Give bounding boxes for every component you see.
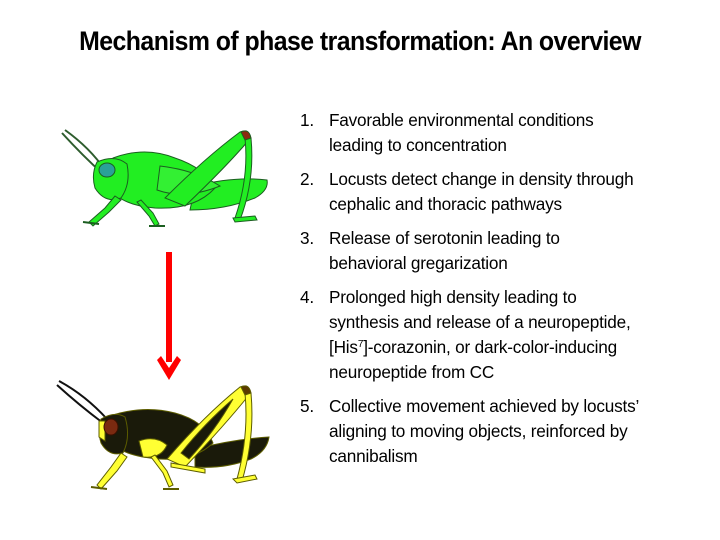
item-text: cephalic and thoracic pathways xyxy=(329,194,562,214)
corazonin-text: ]-corazonin, or dark-color-inducing xyxy=(363,337,617,357)
list-item: 3. Release of serotonin leading to behav… xyxy=(300,226,710,276)
item-text: Locusts detect change in density through xyxy=(329,169,634,189)
item-text: cannibalism xyxy=(329,446,418,466)
list-item: 1. Favorable environmental conditions le… xyxy=(300,108,710,158)
list-item: 2. Locusts detect change in density thro… xyxy=(300,167,710,217)
item-number: 1. xyxy=(300,110,314,130)
item-text: Favorable environmental conditions xyxy=(329,110,594,130)
item-text: Prolonged high density leading to xyxy=(329,287,577,307)
black-yellow-locust-image xyxy=(56,380,270,490)
item-number: 3. xyxy=(300,228,314,248)
item-text: [His7]-corazonin, or dark-color-inducing xyxy=(329,335,710,360)
item-text: leading to concentration xyxy=(329,135,507,155)
green-locust-image xyxy=(61,129,268,227)
item-text: Release of serotonin leading to xyxy=(329,228,560,248)
slide-title: Mechanism of phase transformation: An ov… xyxy=(79,26,641,56)
down-arrow-icon xyxy=(157,252,181,380)
list-item: 5. Collective movement achieved by locus… xyxy=(300,394,710,469)
item-text: synthesis and release of a neuropeptide, xyxy=(329,312,631,332)
item-number: 4. xyxy=(300,287,314,307)
item-text: neuropeptide from CC xyxy=(329,362,495,382)
points-list: 1. Favorable environmental conditions le… xyxy=(300,108,710,478)
item-text: behavioral gregarization xyxy=(329,253,508,273)
item-text: aligning to moving objects, reinforced b… xyxy=(329,421,628,441)
list-item: 4. Prolonged high density leading to syn… xyxy=(300,285,710,385)
his-label: [His xyxy=(329,337,358,357)
item-number: 2. xyxy=(300,169,314,189)
superscript-seven: 7 xyxy=(357,339,364,350)
item-text: Collective movement achieved by locusts’ xyxy=(329,396,640,416)
item-number: 5. xyxy=(300,396,314,416)
